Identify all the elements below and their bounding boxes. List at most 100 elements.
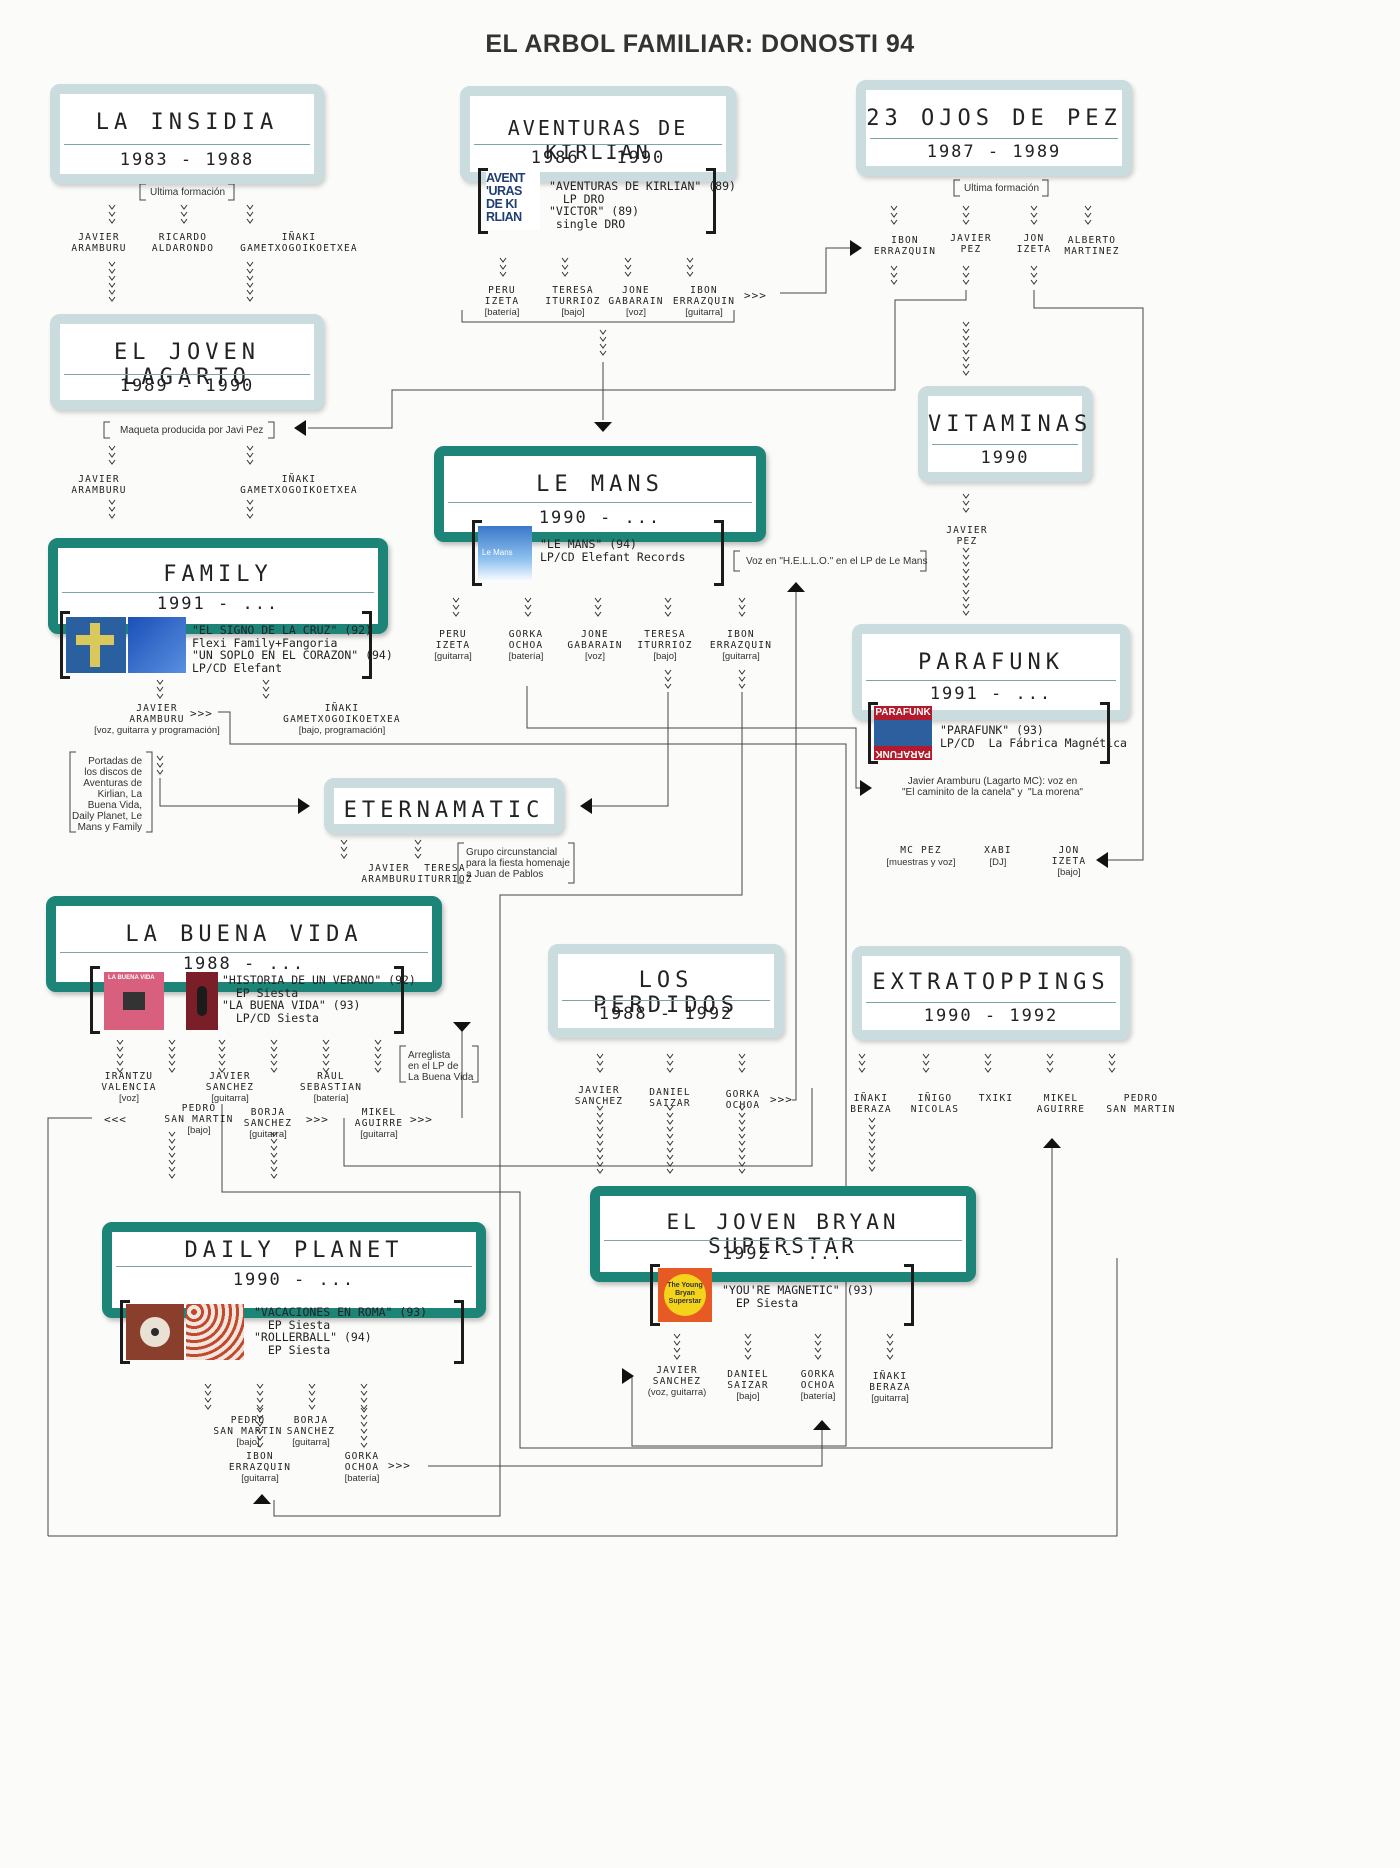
discography-bryan: "YOU'RE MAGNETIC" (93) EP Siesta (722, 1283, 875, 1310)
bracket-left (650, 1264, 660, 1326)
discography-kirlian: "AVENTURAS DE KIRLIAN" (89) LP DRO "VICT… (549, 179, 736, 231)
connector (568, 842, 575, 884)
album-cover-family-2 (128, 617, 186, 673)
member: IÑIGO NICOLAS (870, 1093, 1000, 1115)
connector (1043, 1138, 1061, 1148)
connector (787, 582, 805, 592)
band-vitaminas: VITAMINAS 1990 (918, 386, 1092, 482)
band-23-ojos-de-pez: 23 OJOS DE PEZ 1987 - 1989 (856, 80, 1132, 176)
member: IBON ERRAZQUIN[guitarra] (195, 1451, 325, 1484)
member-name: MC PEZ (900, 845, 942, 856)
member: ALBERTO MARTINEZ (1027, 235, 1157, 257)
note-aramburu-mc: Javier Aramburu (Lagarto MC): voz en "El… (902, 776, 1083, 798)
connector (256, 1383, 264, 1410)
member-role: [guitarra] (360, 1129, 398, 1140)
note-insidia-last: Ultima formación (150, 187, 226, 198)
band-name: ETERNAMATIC (343, 798, 545, 823)
band-los-perdidos: LOS PERDIDOS 1988 - 1992 (548, 944, 784, 1038)
band-years: 1986 - 1990 (530, 148, 666, 168)
connector (108, 261, 116, 302)
band-years: 1988 - 1992 (598, 1004, 734, 1024)
connector (890, 205, 898, 225)
bracket-left (60, 611, 70, 679)
connector (168, 1131, 176, 1179)
member: PEDRO SAN MARTIN[bajo] (183, 1415, 313, 1448)
bracket-right (1100, 702, 1110, 764)
member-role: [muestras y voz] (886, 856, 956, 868)
cover-text: AVENT 'URAS DE KI RLIAN (486, 172, 525, 224)
arrow-right-text: >>> (770, 1093, 793, 1106)
member: JONE GABARAIN[voz] (571, 285, 701, 318)
connector (204, 1383, 212, 1410)
band-years: 1992 - ... (721, 1244, 845, 1264)
connector (962, 205, 970, 225)
connector (69, 751, 76, 833)
member-role: [voz] (118, 1093, 140, 1104)
member: PEDRO SAN MARTIN[bajo] (134, 1103, 264, 1136)
band-aventuras-de-kirlian: AVENTURAS DE KIRLIAN 1986 - 1990 (460, 86, 736, 182)
member-name: IÑAKI BERAZA (869, 1371, 911, 1393)
member: PEDRO SAN MARTIN (1096, 1093, 1186, 1115)
connector (472, 1045, 479, 1083)
note-portadas: Portadas de los discos de Aventuras de K… (72, 756, 143, 833)
connector (246, 204, 254, 224)
connector (592, 692, 669, 807)
member-role: [batería] (344, 1473, 380, 1484)
connector (246, 445, 254, 465)
connector (399, 1045, 406, 1083)
bracket-right (714, 520, 724, 586)
member: IBON ERRAZQUIN[guitarra] (639, 285, 769, 318)
bracket-right (706, 168, 716, 234)
bracket-right (454, 1300, 464, 1364)
connector (1030, 265, 1038, 285)
connector (246, 499, 254, 519)
connector (414, 839, 422, 859)
member-name: IÑAKI GAMETXOGOIKOETXEA (283, 703, 401, 725)
band-name: DAILY PLANET (184, 1238, 404, 1263)
arrow-right-text: >>> (306, 1113, 329, 1126)
member-name: IBON ERRAZQUIN (228, 1451, 292, 1473)
connector (108, 499, 116, 519)
member-role: [bajo] (1057, 867, 1081, 878)
album-cover-kirlian: AVENT 'URAS DE KI RLIAN (486, 172, 540, 230)
member-role: [bajo] (187, 1125, 211, 1136)
connector (461, 310, 735, 323)
connector (256, 1407, 264, 1448)
member-name: JAVIER SANCHEZ (205, 1071, 255, 1093)
connector (47, 1117, 92, 1536)
member-name: IÑIGO NICOLAS (910, 1093, 960, 1115)
discography-buena-vida: "HISTORIA DE UN VERANO" (92) EP Siesta "… (222, 973, 416, 1025)
band-name: VITAMINAS (928, 412, 1093, 437)
connector (452, 597, 460, 617)
member-role: [voz] (584, 651, 606, 662)
connector (374, 1039, 382, 1073)
band-eternamatic: ETERNAMATIC (324, 778, 564, 834)
cover-text: Le Mans (482, 548, 513, 557)
member: GORKA OCHOA[batería] (297, 1451, 427, 1484)
member-name: DANIEL SAIZAR (727, 1369, 769, 1391)
band-parafunk: PARAFUNK 1991 - ... (852, 624, 1130, 720)
member-role: (voz, guitarra) (647, 1387, 707, 1398)
connector (596, 1053, 604, 1073)
connector (270, 1131, 278, 1179)
band-el-joven-bryan-superstar: EL JOVEN BRYAN SUPERSTAR 1992 - ... (590, 1186, 976, 1282)
member-name: JAVIER ARAMBURU (129, 703, 185, 725)
cover-text: The Young Bryan Superstar (667, 1282, 703, 1305)
member-role: [batería] (800, 1391, 836, 1402)
member: JAVIER ARAMBURU (34, 232, 164, 254)
connector (850, 240, 862, 256)
member: IÑAKI GAMETXOGOIKOETXEA (234, 232, 364, 254)
member-name: JON IZETA (1051, 845, 1087, 867)
member-name: PERU IZETA (484, 285, 520, 307)
note-grupo: Grupo circunstancial para la fiesta home… (466, 847, 570, 880)
member: IBON ERRAZQUIN[guitarra] (676, 629, 806, 662)
member-name: JAVIER ARAMBURU (71, 232, 127, 254)
band-years: 1983 - 1988 (119, 150, 255, 170)
connector (343, 1088, 813, 1167)
band-name: LE MANS (536, 472, 664, 497)
record-center (151, 1328, 159, 1336)
member-name: RAUL SEBASTIAN (299, 1071, 363, 1093)
member-name: JONE GABARAIN (608, 285, 664, 307)
member-role: [batería] (508, 651, 544, 662)
note-ojos-last: Ultima formación (964, 183, 1040, 194)
